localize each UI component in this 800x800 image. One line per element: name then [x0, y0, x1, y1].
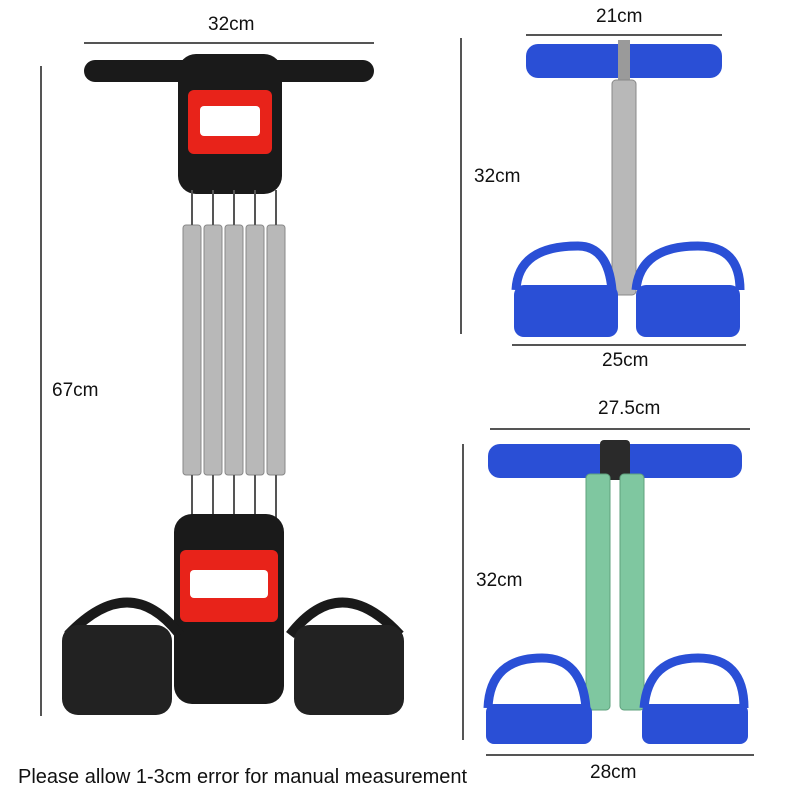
single-height-line [460, 38, 462, 334]
double-bottom-line [486, 754, 754, 756]
double-bottom-label: 28cm [590, 762, 637, 783]
double-top-label: 27.5cm [598, 398, 661, 419]
double-height-line [462, 444, 464, 740]
single-bottom-label: 25cm [602, 350, 649, 371]
large-width-label: 32cm [208, 14, 255, 35]
single-spring-exerciser-image [511, 40, 745, 337]
large-height-label: 67cm [52, 380, 99, 401]
double-top-line [490, 428, 750, 430]
double-spring-exerciser-image [483, 440, 749, 744]
single-top-label: 21cm [596, 6, 643, 27]
single-height-label: 32cm [474, 166, 521, 187]
large-height-line [40, 66, 42, 716]
large-width-line [84, 42, 374, 44]
single-top-line [526, 34, 722, 36]
measurement-error-note: Please allow 1-3cm error for manual meas… [18, 766, 468, 788]
chest-expander-image [62, 54, 404, 715]
single-bottom-line [512, 344, 746, 346]
double-height-label: 32cm [476, 570, 523, 591]
